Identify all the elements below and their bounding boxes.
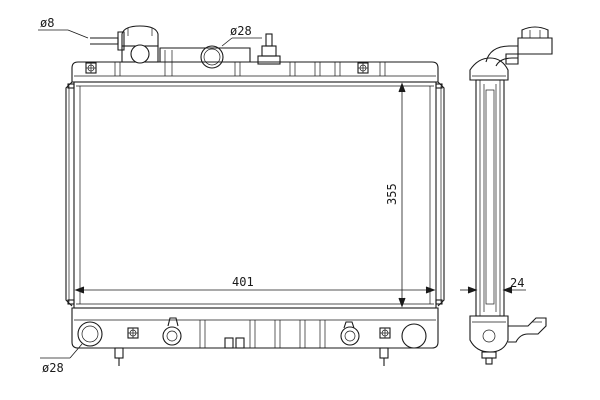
sensor-stud <box>257 33 281 65</box>
radiator-core <box>73 81 437 309</box>
bottom-stud-left <box>114 347 124 366</box>
depth-dimension <box>460 286 526 294</box>
height-dimension-label: 355 <box>385 183 399 205</box>
height-dimension <box>398 82 406 308</box>
side-filler-cap <box>485 26 553 67</box>
outlet-neck <box>77 321 103 347</box>
width-dimension-label: 401 <box>232 275 254 289</box>
side-view: 24 <box>460 26 553 365</box>
outlet-neck-label: ø28 <box>42 361 64 375</box>
mount-boss-left <box>85 62 97 74</box>
inlet-fitting-label: ø8 <box>40 16 54 30</box>
front-view: ø8 ø28 <box>38 16 445 375</box>
mount-boss-right <box>357 62 369 74</box>
width-dimension <box>74 286 436 294</box>
right-opening <box>401 323 427 349</box>
left-side-bracket <box>65 81 75 307</box>
bottom-mount-left <box>127 327 139 339</box>
drain-plug-right <box>340 321 360 346</box>
side-top-tank <box>469 57 509 81</box>
bottom-mount-right <box>379 327 391 339</box>
bottom-tank <box>40 307 439 366</box>
filler-neck <box>200 37 262 69</box>
filler-neck-label: ø28 <box>230 24 252 38</box>
right-side-bracket <box>435 81 445 307</box>
side-core <box>475 79 505 317</box>
drain-plug-left <box>162 317 182 346</box>
side-bottom-tank <box>469 315 547 365</box>
top-tank <box>71 47 439 83</box>
depth-dimension-label: 24 <box>510 276 524 290</box>
inlet-fitting <box>38 25 159 64</box>
bottom-stud-right <box>379 347 389 366</box>
